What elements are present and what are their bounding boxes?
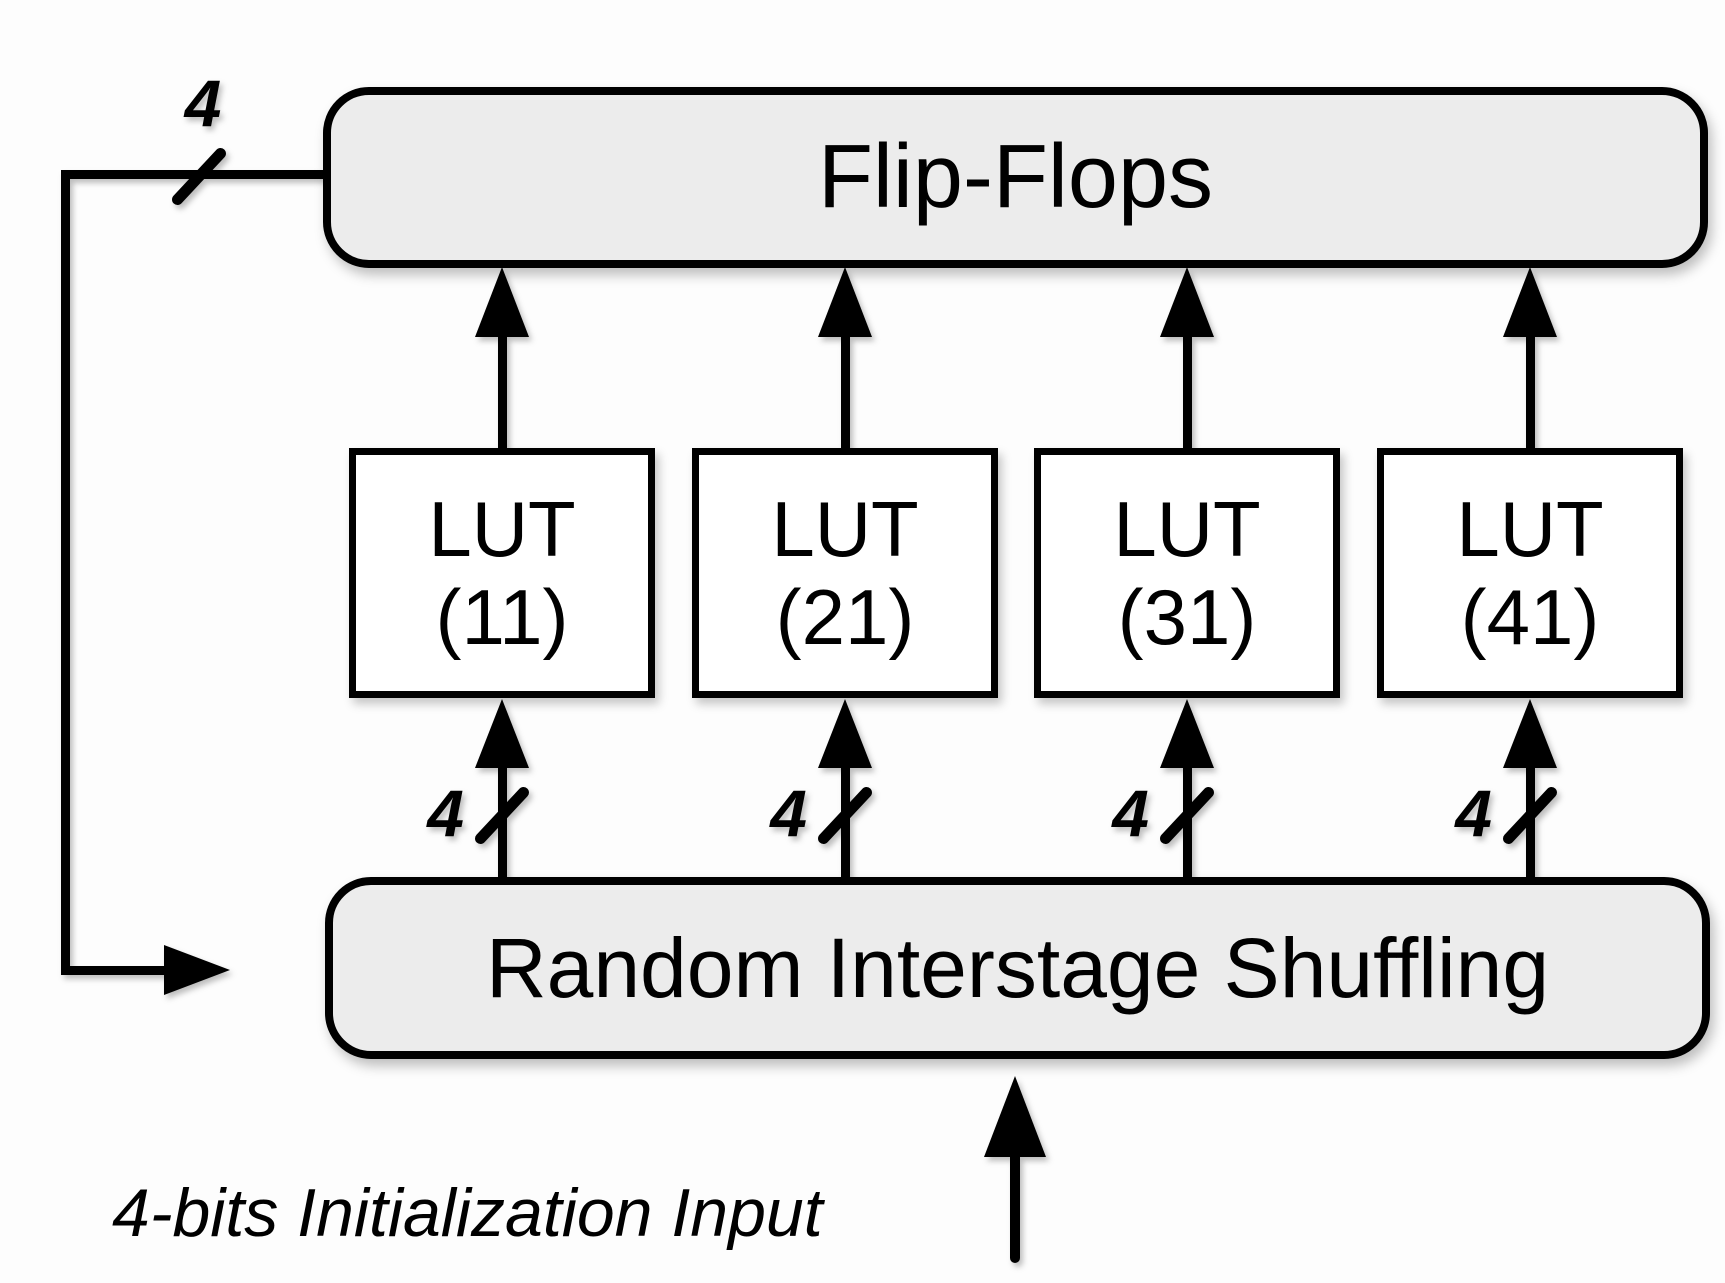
shuffling-to-lut1-arrowhead-icon	[475, 699, 529, 768]
lut41-index-label: (41)	[1460, 573, 1600, 661]
lut-box-41: LUT (41)	[1377, 448, 1683, 698]
lut4-to-flipflops-arrow-shaft	[1526, 334, 1535, 449]
lut2-to-flipflops-arrowhead-icon	[818, 267, 872, 337]
shuffling-to-lut2-arrowhead-icon	[818, 699, 872, 768]
lut1-to-flipflops-arrow-shaft	[498, 334, 507, 449]
lut31-index-label: (31)	[1117, 573, 1257, 661]
shuffling-label: Random Interstage Shuffling	[485, 920, 1550, 1015]
lut2-to-flipflops-arrow-shaft	[841, 334, 850, 449]
lut3-to-flipflops-arrowhead-icon	[1160, 267, 1214, 337]
lut31-name-label: LUT	[1113, 484, 1261, 573]
init-input-arrowhead-icon	[984, 1076, 1046, 1157]
lut-box-11: LUT (11)	[349, 448, 655, 698]
lut3-to-flipflops-arrow-shaft	[1183, 334, 1192, 449]
feedback-wire-vertical	[61, 170, 70, 975]
feedback-wire-horizontal-bottom	[61, 966, 165, 975]
lut4-bus-width-label: 4	[1455, 776, 1492, 850]
lut1-bus-width-label: 4	[427, 776, 464, 850]
lut2-bus-width-label: 4	[770, 776, 807, 850]
shuffling-to-lut3-arrowhead-icon	[1160, 699, 1214, 768]
feedback-bus-width-label: 4	[184, 66, 222, 140]
lut11-name-label: LUT	[428, 484, 576, 573]
shuffling-box: Random Interstage Shuffling	[325, 877, 1710, 1059]
init-input-arrow-shaft	[1010, 1125, 1020, 1263]
lut1-to-flipflops-arrowhead-icon	[475, 267, 529, 337]
shuffling-to-lut4-arrowhead-icon	[1503, 699, 1557, 768]
flip-flops-label: Flip-Flops	[817, 127, 1214, 227]
lut-box-31: LUT (31)	[1034, 448, 1340, 698]
lut4-to-flipflops-arrowhead-icon	[1503, 267, 1557, 337]
lut3-bus-width-label: 4	[1112, 776, 1149, 850]
lut11-index-label: (11)	[435, 573, 569, 661]
feedback-arrowhead-icon	[164, 945, 230, 995]
lut41-name-label: LUT	[1456, 484, 1604, 573]
lut21-name-label: LUT	[771, 484, 919, 573]
lut21-index-label: (21)	[775, 573, 915, 661]
init-input-label: 4-bits Initialization Input	[112, 1175, 823, 1251]
lut-box-21: LUT (21)	[692, 448, 998, 698]
flip-flops-box: Flip-Flops	[323, 87, 1708, 268]
